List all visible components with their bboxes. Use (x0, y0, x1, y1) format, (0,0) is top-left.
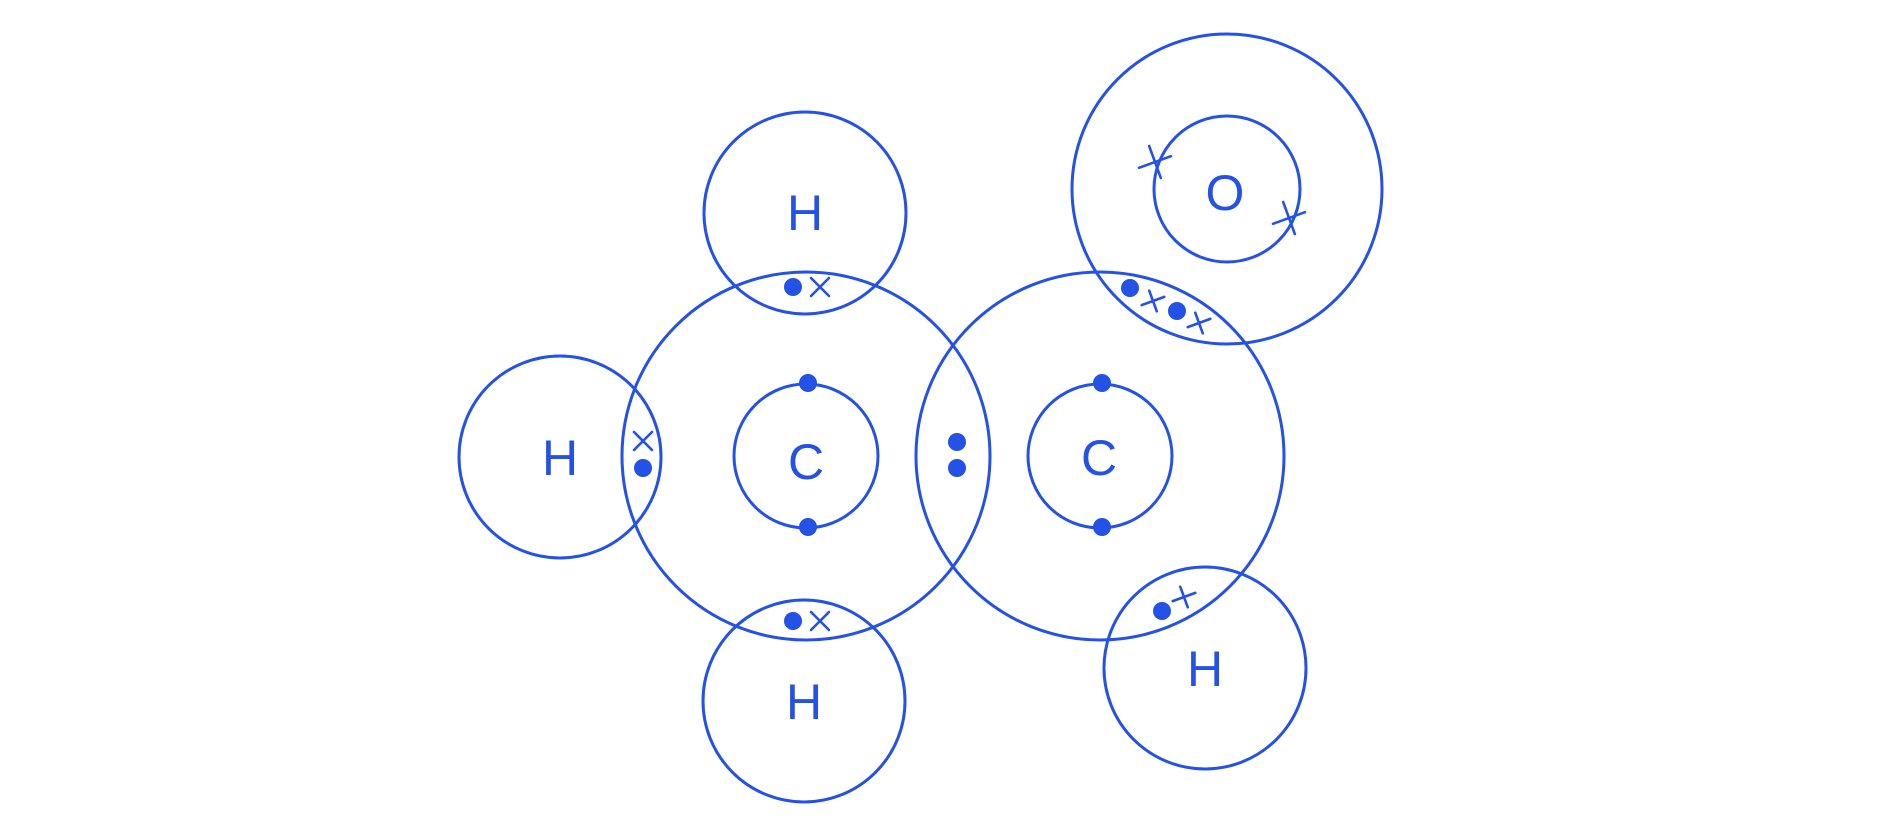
electron-dot (1121, 279, 1139, 297)
atom-label-h-top: H (787, 185, 823, 241)
o-top-outer-shell (1070, 32, 1384, 346)
c-left-outer-shell (620, 270, 992, 642)
atom-label-h-bottom-right: H (1187, 641, 1223, 697)
h-bottom-right-shell (1102, 565, 1308, 771)
atom-labels: H H H C C O H (542, 165, 1245, 730)
electron-cross (1271, 200, 1307, 236)
electron-cross (1171, 585, 1197, 609)
c-right-outer-shell (914, 270, 1286, 642)
atom-label-h-left: H (542, 430, 578, 486)
electron-dot (784, 278, 802, 296)
electron-dots (634, 278, 1186, 630)
electron-cross (809, 610, 831, 632)
electron-dot (799, 374, 817, 392)
electron-dot (1168, 302, 1186, 320)
electron-cross (1140, 289, 1166, 313)
atom-label-h-bottom-left: H (786, 674, 822, 730)
electron-dot (1093, 374, 1111, 392)
h-bottom-left-shell (701, 598, 907, 804)
atom-label-c-left: C (788, 434, 824, 490)
electron-dot (634, 459, 652, 477)
electron-cross (1137, 144, 1173, 180)
o-top-inner-shell (1152, 114, 1302, 264)
electron-cross (632, 430, 654, 452)
shells (457, 32, 1384, 804)
electron-dot (784, 612, 802, 630)
atom-label-c-right: C (1081, 430, 1117, 486)
electron-cross (1186, 311, 1212, 335)
electron-crosses (632, 144, 1307, 632)
electron-dot (1153, 602, 1171, 620)
electron-dot (799, 518, 817, 536)
electron-dot (1093, 518, 1111, 536)
h-top-shell (702, 110, 908, 316)
h-left-shell (457, 354, 663, 560)
atom-label-o-top: O (1206, 165, 1245, 221)
electron-cross (809, 276, 831, 298)
electron-dot (948, 459, 966, 477)
electron-dot (948, 433, 966, 451)
